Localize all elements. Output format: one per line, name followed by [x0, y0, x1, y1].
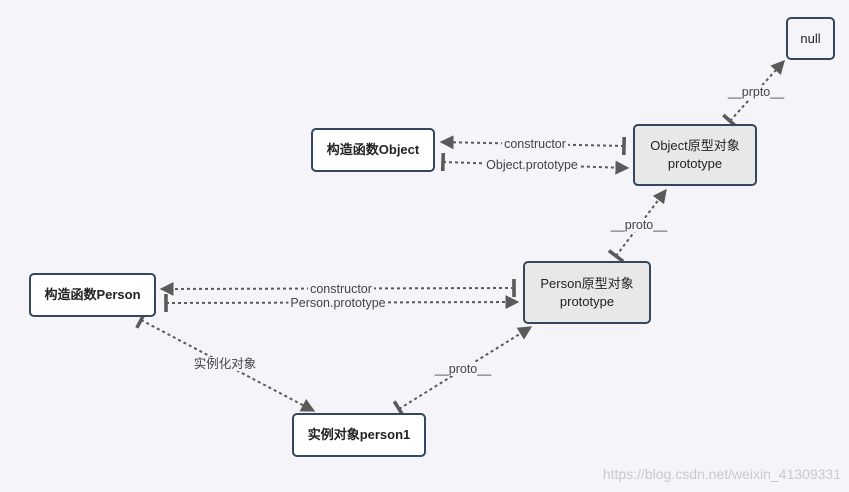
node-object-prototype-sub: prototype [667, 156, 723, 171]
node-person-prototype: Person原型对象 prototype [523, 261, 651, 324]
edge-label-instance-proto: __proto__ [432, 362, 494, 376]
node-instance-person1: 实例对象person1 [292, 413, 426, 457]
node-object-prototype-title: Object原型对象 [650, 138, 740, 153]
watermark: https://blog.csdn.net/weixin_41309331 [602, 466, 841, 482]
node-object-constructor-label: 构造函数Object [326, 142, 420, 157]
node-person-constructor: 构造函数Person [29, 273, 156, 317]
edge-label-person-constructor: constructor [308, 282, 374, 296]
edge-label-instantiate: 实例化对象 [191, 357, 259, 371]
node-null: null [786, 17, 835, 60]
edge-label-object-null: __prpto__ [725, 85, 787, 99]
edge-label-object-constructor: constructor [502, 137, 568, 151]
node-person-prototype-sub: prototype [559, 293, 615, 309]
edge-person-to-object-proto [607, 188, 667, 263]
edge-instance-proto [392, 326, 533, 418]
node-object-prototype: Object原型对象 prototype [633, 124, 757, 186]
node-object-constructor: 构造函数Object [311, 128, 435, 172]
node-person-prototype-title: Person原型对象 [540, 275, 634, 291]
node-null-label: null [800, 30, 821, 46]
node-instance-person1-label: 实例对象person1 [307, 427, 411, 442]
node-person-constructor-label: 构造函数Person [44, 287, 141, 302]
edge-label-person-to-object: __proto__ [608, 218, 670, 232]
edge-label-person-prototype: Person.prototype [288, 296, 388, 310]
edge-label-object-prototype: Object.prototype [484, 158, 580, 172]
edge-object-to-null [722, 59, 785, 129]
